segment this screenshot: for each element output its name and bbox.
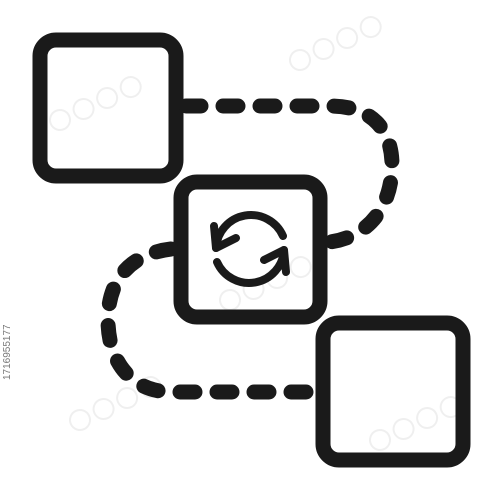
upper-dashed-connector	[178, 98, 400, 250]
stock-image-id: 1716955177	[2, 324, 13, 380]
lower-dashed-connector	[100, 241, 324, 400]
center-box	[173, 174, 328, 325]
start-box	[32, 32, 184, 184]
end-box	[315, 315, 471, 468]
refresh-cycle-icon	[210, 211, 290, 287]
